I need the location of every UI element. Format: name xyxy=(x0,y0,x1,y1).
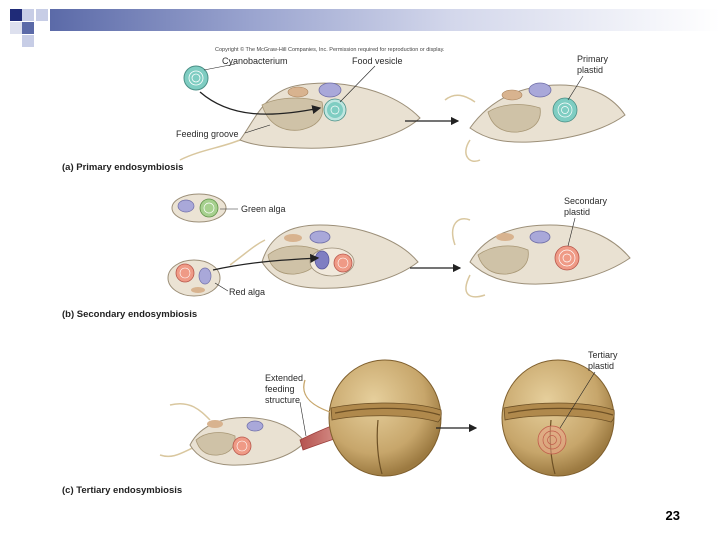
label-extended-line3: structure xyxy=(265,395,300,405)
label-extended-line1: Extended xyxy=(265,373,303,383)
label-primary-plastid-line1: Primary xyxy=(577,54,608,64)
label-primary-plastid-line2: plastid xyxy=(577,65,603,75)
corner-square-dark xyxy=(10,9,22,21)
red-alga xyxy=(167,259,221,297)
host-cell-b1 xyxy=(229,224,419,289)
green-alga xyxy=(171,193,227,223)
corner-square-light xyxy=(22,9,34,21)
label-green-alga: Green alga xyxy=(241,204,286,214)
label-tertiary-plastid-line1: Tertiary xyxy=(588,350,618,360)
engulf-arrow-b xyxy=(212,253,320,271)
corner-square-light xyxy=(36,9,48,21)
title-gradient-bar xyxy=(50,9,720,31)
leader-line xyxy=(567,75,584,101)
panel-tertiary-endosymbiosis: Extended feeding structure Tertiary plas… xyxy=(62,350,618,496)
label-red-alga: Red alga xyxy=(229,287,265,297)
caption-tertiary-endosymbiosis: (c) Tertiary endosymbiosis xyxy=(62,485,182,496)
label-food-vesicle: Food vesicle xyxy=(352,56,403,66)
leader-line xyxy=(567,217,576,247)
cyanobacterium xyxy=(183,65,209,91)
label-extended-line2: feeding xyxy=(265,384,295,394)
copyright-notice: Copyright © The McGraw-Hill Companies, I… xyxy=(215,46,445,53)
leader-line xyxy=(244,124,271,134)
corner-square-mid xyxy=(22,22,34,34)
caption-secondary-endosymbiosis: (b) Secondary endosymbiosis xyxy=(62,309,197,320)
host-cell-b2 xyxy=(451,218,631,298)
caption-primary-endosymbiosis: (a) Primary endosymbiosis xyxy=(62,162,183,173)
label-tertiary-plastid-line2: plastid xyxy=(588,361,614,371)
panel-secondary-endosymbiosis: Green alga Red alga Secondary plastid (b… xyxy=(62,193,631,320)
host-cell-c xyxy=(159,403,306,466)
leader-line xyxy=(214,282,229,292)
label-secondary-plastid-line2: plastid xyxy=(564,207,590,217)
panel-primary-endosymbiosis: Cyanobacterium Food vesicle Feeding groo… xyxy=(62,54,626,173)
engulf-arrow-a xyxy=(199,91,322,115)
leader-line xyxy=(559,371,596,429)
dinoflagellate-host xyxy=(501,359,615,477)
host-cell-a2 xyxy=(444,82,626,162)
dinoflagellate-prey xyxy=(303,359,442,477)
label-cyanobacterium: Cyanobacterium xyxy=(222,56,288,66)
corner-square-light xyxy=(22,35,34,47)
page-number: 23 xyxy=(665,508,680,523)
host-cell-a1 xyxy=(179,82,421,161)
leader-line xyxy=(203,63,236,71)
corner-square-light xyxy=(10,22,22,34)
leader-line xyxy=(339,65,376,103)
label-secondary-plastid-line1: Secondary xyxy=(564,196,608,206)
label-feeding-groove: Feeding groove xyxy=(176,129,239,139)
leader-line xyxy=(299,401,307,437)
